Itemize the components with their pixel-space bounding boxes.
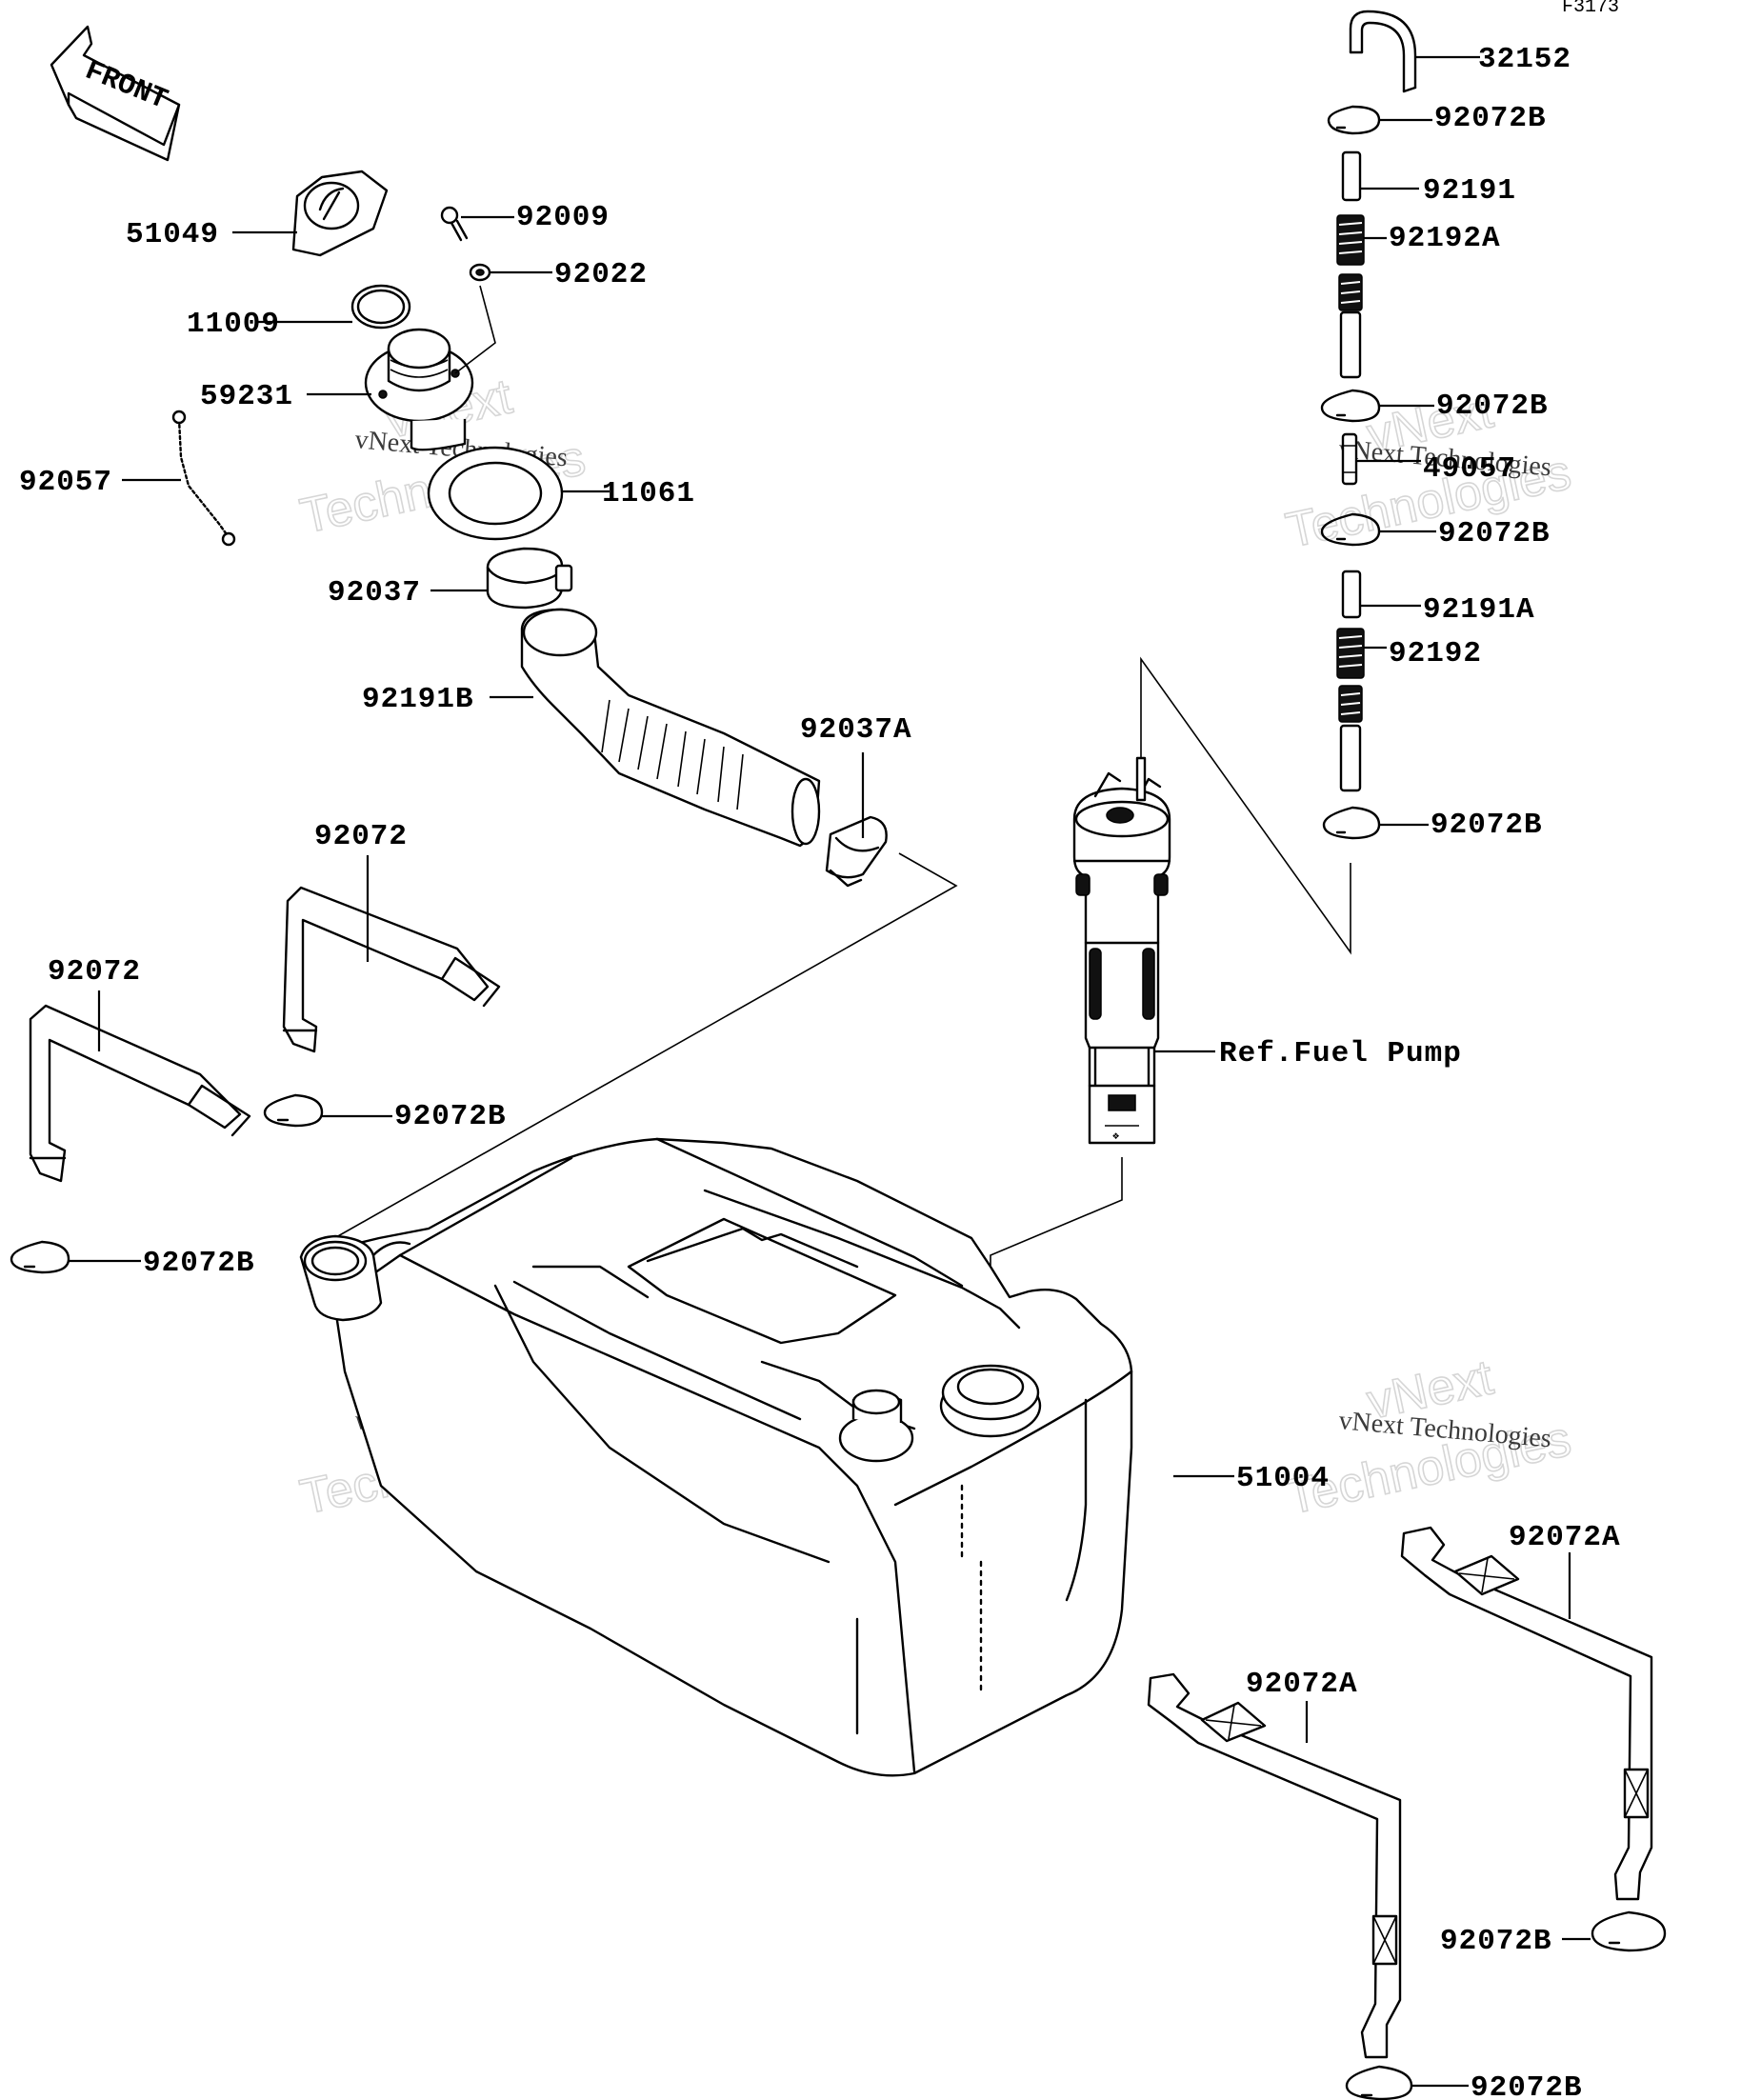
callout-49057: 49057: [1423, 452, 1516, 486]
hose-92191B: [520, 608, 821, 848]
hose-92191A: [1341, 570, 1362, 619]
callout-92072A-2: 92072A: [1246, 1668, 1358, 1701]
callout-92192: 92192: [1389, 637, 1482, 670]
watermark-bottom-right: vNext Technologies vNext Technologies: [1281, 1349, 1577, 1526]
callout-92072A-1: 92072A: [1509, 1521, 1621, 1554]
callout-11061: 11061: [602, 477, 695, 510]
strap-92072-upper: [282, 886, 501, 1053]
gasket-11061: [427, 446, 564, 541]
callout-92191: 92191: [1423, 174, 1516, 208]
callout-92009: 92009: [516, 201, 610, 234]
hose-lower-a: [1339, 310, 1362, 379]
callout-92037A: 92037A: [800, 713, 912, 747]
clamp-92072B-5: [263, 1093, 324, 1128]
spring-92192: [1336, 628, 1365, 679]
spring-lower-a: [1338, 273, 1363, 311]
callout-11009: 11009: [187, 308, 280, 341]
clamp-92072B-7: [1591, 1910, 1667, 1952]
spring-92192A: [1336, 214, 1365, 266]
clamp-92072B-8: [1345, 2065, 1413, 2100]
callout-92037: 92037: [328, 576, 421, 610]
hose-92191: [1341, 150, 1362, 202]
clamp-92072B-4: [1322, 806, 1381, 840]
vent-hose-32152: [1349, 10, 1417, 93]
callout-92072B-1: 92072B: [1434, 102, 1547, 135]
strap-92072A-lower: [1147, 1672, 1402, 2059]
clamp-92072B-2: [1320, 389, 1381, 423]
clamp-92072B-3: [1320, 512, 1381, 547]
gasket-11009: [350, 284, 411, 330]
callout-59231: 59231: [200, 380, 293, 413]
fuel-tank-51004: [299, 1137, 1133, 1777]
callout-92072-2: 92072: [48, 955, 141, 989]
clamp-92072B-1: [1327, 105, 1381, 135]
cap-51049: [291, 170, 389, 257]
callouts: 32152 92072B 92191 92192A 92072B 49057 9…: [19, 43, 1621, 2100]
callout-92072B-2: 92072B: [1436, 390, 1549, 423]
tether-92057: [171, 410, 236, 547]
nut-92022: [469, 263, 491, 282]
hose-lower-b: [1339, 724, 1362, 792]
callout-92057: 92057: [19, 466, 112, 499]
callout-51004: 51004: [1236, 1462, 1330, 1495]
callout-92192A: 92192A: [1389, 222, 1501, 255]
callout-92191B: 92191B: [362, 683, 474, 716]
callout-92191A: 92191A: [1423, 593, 1535, 627]
hose-to-tank-line: [300, 852, 958, 1258]
callout-32152: 32152: [1478, 43, 1571, 76]
diagram-code: F3173: [1562, 0, 1619, 18]
callout-ref-fuel-pump: Ref.Fuel Pump: [1219, 1037, 1462, 1070]
front-arrow-icon: FRONT: [50, 25, 181, 162]
spring-lower-b: [1338, 685, 1363, 723]
leader-lines: [69, 55, 1591, 2088]
strap-92072-lower: [29, 1004, 251, 1183]
callout-92072B-7: 92072B: [1440, 1925, 1552, 1958]
strap-92072A-upper: [1400, 1526, 1653, 1901]
clamp-92072B-6: [10, 1240, 70, 1274]
vent-line-down: [1140, 656, 1351, 955]
callout-92022: 92022: [554, 258, 648, 291]
clamp-92037: [486, 547, 573, 610]
callout-92072B-6: 92072B: [143, 1247, 255, 1280]
callout-92072B-5: 92072B: [394, 1100, 507, 1133]
callout-92072B-3: 92072B: [1438, 517, 1551, 550]
valve-49057: [1341, 432, 1358, 486]
fuel-pump: ❖: [1072, 756, 1171, 1145]
pump-to-tank-line: [990, 1157, 1123, 1295]
filler-neck-59231: [364, 285, 496, 451]
callout-51049: 51049: [126, 218, 219, 251]
svg-text:❖: ❖: [1112, 1130, 1119, 1143]
callout-92072-1: 92072: [314, 820, 408, 853]
screw-92009: [440, 206, 469, 242]
callout-92072B-8: 92072B: [1471, 2071, 1583, 2100]
callout-92072B-4: 92072B: [1431, 809, 1543, 842]
clamp-92037A: [825, 815, 888, 888]
